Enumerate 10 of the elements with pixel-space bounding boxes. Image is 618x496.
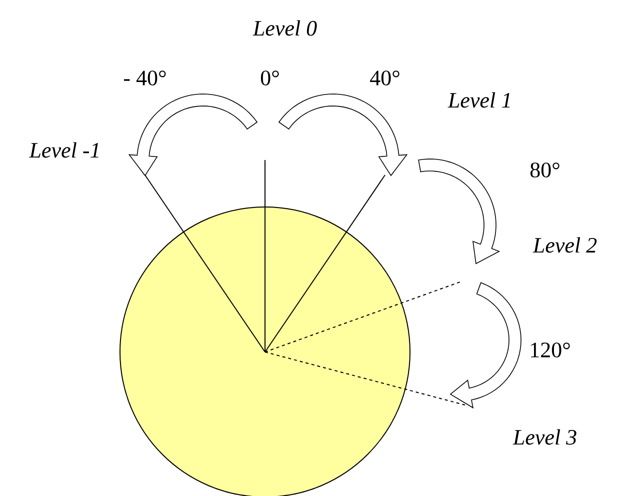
angle-label: Level 0 bbox=[252, 20, 317, 36]
angle-label: 40° bbox=[370, 70, 400, 86]
angle-label: 80° bbox=[530, 162, 560, 178]
angle-label: 0° bbox=[260, 70, 279, 86]
angle-label: - 40° bbox=[124, 70, 166, 86]
angle-label: Level 3 bbox=[512, 429, 576, 445]
angle-label: Level 2 bbox=[532, 237, 597, 253]
angle-label: Level 1 bbox=[448, 92, 510, 108]
angle-label: Level -1 bbox=[29, 142, 98, 158]
angle-label: 120° bbox=[531, 342, 570, 358]
